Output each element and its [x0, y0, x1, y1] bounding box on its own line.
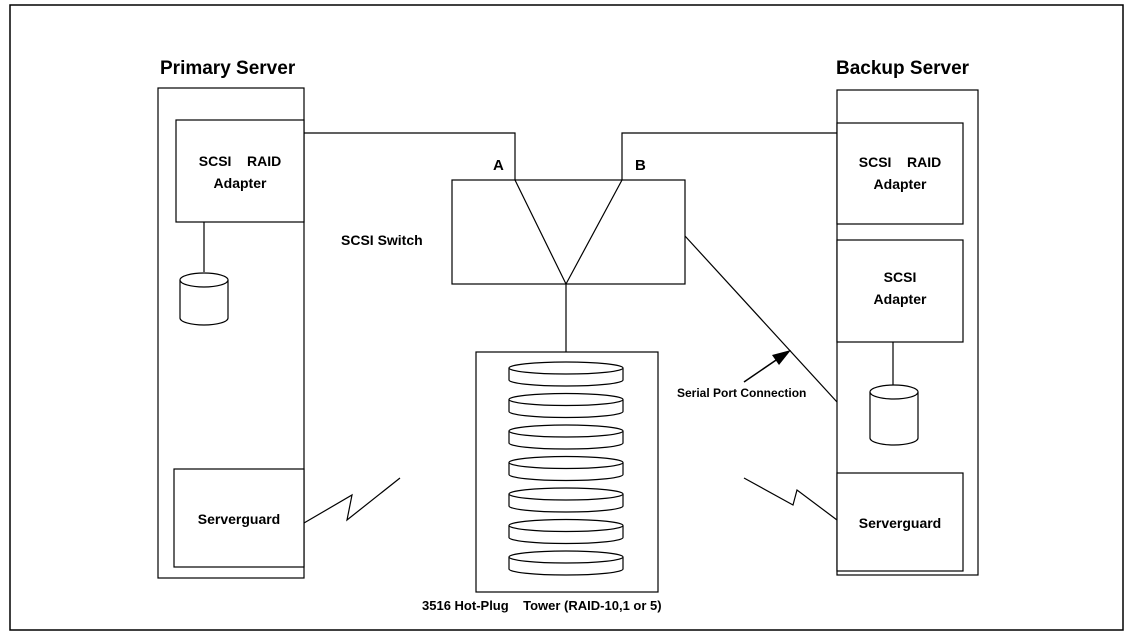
serial-port-cable: [684, 235, 838, 403]
backup-scsi-adapter-line1: SCSI: [883, 269, 917, 285]
primary-heartbeat-zigzag: [303, 477, 401, 524]
backup-raid-adapter-box: [836, 122, 964, 225]
primary-serverguard-box: [173, 468, 305, 568]
serial-port-connection-label: Serial Port Connection: [677, 386, 807, 400]
primary-raid-adapter-line1: SCSI RAID: [198, 153, 282, 169]
backup-scsi-adapter-line2: Adapter: [873, 291, 927, 307]
scsi-switch-label: SCSI Switch: [341, 232, 423, 248]
primary-raid-adapter-box: [175, 119, 305, 223]
tower-disk: [508, 518, 624, 545]
backup-raid-adapter-label: SCSI RAID Adapter: [837, 151, 963, 195]
tower-disk: [508, 392, 624, 419]
backup-scsi-adapter-label: SCSI Adapter: [837, 266, 963, 310]
diagram-frame: [9, 4, 1124, 631]
serial-port-arrow: [743, 350, 791, 383]
backup-heartbeat-zigzag: [743, 477, 838, 521]
tower-disk-stack: [508, 361, 624, 576]
backup-scsi-adapter-box: [836, 239, 964, 343]
backup-disk-icon: [869, 384, 919, 446]
backup-serverguard-label: Serverguard: [858, 515, 942, 531]
primary-disk-icon: [179, 272, 229, 326]
backup-server-title: Backup Server: [836, 58, 970, 79]
scsi-switch-box: [451, 179, 686, 285]
tower-disk: [508, 487, 624, 513]
tower-caption: 3516 Hot-Plug Tower (RAID-10,1 or 5): [422, 598, 662, 613]
backup-raid-adapter-line1: SCSI RAID: [858, 154, 942, 170]
backup-serverguard-box: [836, 472, 964, 572]
primary-raid-adapter-label: SCSI RAID Adapter: [176, 150, 304, 194]
cable-primary-to-port-a: [304, 132, 516, 180]
primary-serverguard-label: Serverguard: [197, 511, 281, 527]
tower-disk: [508, 455, 624, 482]
switch-port-a-label: A: [493, 157, 504, 174]
tower-disk: [508, 361, 624, 387]
tower-disk: [508, 424, 624, 450]
switch-port-b-label: B: [635, 157, 646, 174]
cable-backup-to-port-b: [621, 132, 837, 180]
primary-server-title: Primary Server: [160, 58, 296, 79]
tower-disk: [508, 550, 624, 576]
primary-raid-adapter-line2: Adapter: [213, 175, 267, 191]
backup-raid-adapter-line2: Adapter: [873, 176, 927, 192]
